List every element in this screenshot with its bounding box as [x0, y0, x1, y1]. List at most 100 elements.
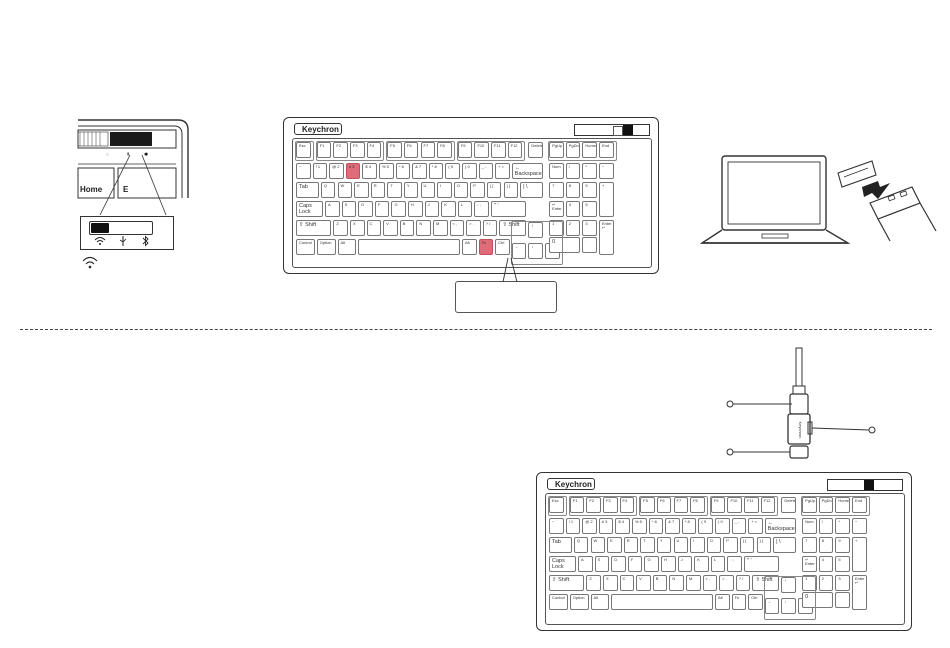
- key-d: D: [611, 556, 626, 572]
- key-g: G: [391, 201, 407, 217]
- insert-arrow-icon: [862, 181, 890, 199]
- usb-cable-icon: Keychron: [787, 347, 813, 459]
- key-1: 1: [549, 220, 564, 236]
- key-control: Control: [549, 594, 568, 610]
- keychron-logo: Keychron: [294, 123, 342, 135]
- key-fn: Fn: [478, 239, 494, 255]
- key-7: 7: [802, 537, 817, 553]
- key-o: O: [453, 182, 469, 198]
- key-9: 9: [582, 182, 597, 198]
- switch-mode-icons: [94, 235, 149, 247]
- key-a: A: [578, 556, 593, 572]
- key-f4: F4: [619, 497, 635, 513]
- key-symbol: ↑: [781, 577, 796, 593]
- key-f: F: [627, 556, 643, 572]
- top-switch-panel: [574, 124, 650, 136]
- usb-receiver-icon: [837, 160, 877, 188]
- key-f2: F2: [586, 497, 601, 513]
- svg-text:↟: ↟: [126, 152, 130, 158]
- key-enter: Enter ↵: [851, 575, 867, 610]
- key-end: End: [851, 497, 867, 513]
- key-d: D: [358, 201, 373, 217]
- key-caps-lock: Caps Lock: [549, 556, 577, 572]
- fn-key-group: [568, 496, 638, 516]
- fn-callout-pointer: [502, 257, 518, 283]
- key-symbol: " ': [491, 201, 527, 217]
- key-symbol: ↓: [781, 598, 796, 614]
- wifi-icon: [82, 256, 98, 269]
- section-divider: [20, 329, 932, 330]
- key-delete: Delete: [528, 142, 543, 158]
- key-symbol: _ -: [478, 163, 494, 179]
- key-symbol: { [: [739, 537, 755, 553]
- key-f6: F6: [403, 142, 419, 158]
- key-k: K: [441, 201, 456, 217]
- key-f1: F1: [316, 142, 332, 158]
- keychron-logo: Keychron: [547, 478, 595, 490]
- fn-key-group: [801, 496, 870, 516]
- laptop-usb-illustration: [699, 155, 937, 244]
- key-u: U: [673, 537, 689, 553]
- key-e: E: [354, 182, 369, 198]
- fn-key-group: [709, 496, 779, 516]
- key-f7: F7: [420, 142, 436, 158]
- key-symbol: .: [582, 237, 597, 253]
- key-5: % 5: [379, 163, 394, 179]
- key-symbol: ? /: [482, 220, 498, 236]
- key-5: 5: [835, 556, 850, 572]
- key-v: V: [383, 220, 398, 236]
- key-symbol: +: [598, 182, 614, 217]
- key-enter: Enter ↵: [598, 220, 614, 255]
- fn-callout-box: [455, 281, 557, 313]
- key-e: E: [607, 537, 622, 553]
- key-k: K: [694, 556, 709, 572]
- key-x: X: [602, 575, 618, 591]
- arrow-key-cluster: [510, 221, 563, 265]
- key-symbol: ? /: [735, 575, 751, 591]
- partial-key-label: E: [123, 185, 129, 194]
- key-2: 2: [818, 575, 834, 591]
- key-f9: F9: [710, 497, 726, 513]
- key-symbol: : ;: [474, 201, 490, 217]
- key-f12: F12: [760, 497, 776, 513]
- key-tab: Tab: [296, 182, 319, 198]
- key-symbol: < ,: [449, 220, 465, 236]
- key-6: ^ 6: [648, 518, 664, 534]
- key-f10: F10: [474, 142, 490, 158]
- key-space: [358, 239, 460, 255]
- brand-text: Keychron: [555, 479, 592, 489]
- key-f10: F10: [727, 497, 743, 513]
- key-f5: F5: [387, 142, 402, 158]
- key-7: 7: [549, 182, 564, 198]
- key-symbol: " ': [744, 556, 780, 572]
- key-enter: ↵ Enter: [802, 556, 817, 572]
- key-symbol: > .: [466, 220, 481, 236]
- switch-track: [89, 221, 153, 235]
- key-symbol: +: [851, 537, 867, 572]
- home-key-label: Home: [80, 185, 103, 194]
- key-9: 9: [835, 537, 850, 553]
- key-r: R: [370, 182, 386, 198]
- key-shift: ⇧ Shift: [296, 220, 332, 236]
- key-symbol: /: [818, 518, 834, 534]
- key-caps-lock: Caps Lock: [296, 201, 324, 217]
- key-control: Control: [296, 239, 315, 255]
- key-s: S: [594, 556, 610, 572]
- zoom-leader-lines: [99, 154, 167, 216]
- key-8: 8: [818, 537, 834, 553]
- key-symbol: | \: [773, 537, 796, 553]
- key-2: @ 2: [582, 518, 597, 534]
- key-p: P: [470, 182, 485, 198]
- key-symbol: ←: [764, 598, 780, 614]
- key-3: # 3: [598, 518, 614, 534]
- fn-key-group: [295, 141, 314, 161]
- key-symbol: < ,: [702, 575, 718, 591]
- fn-key-group: [639, 496, 708, 516]
- key-c: C: [366, 220, 382, 236]
- arrow-key-cluster: [763, 576, 816, 620]
- bottom-switch-panel: [827, 479, 903, 491]
- key-f1: F1: [569, 497, 585, 513]
- key-pgdn: PgDn: [565, 142, 581, 158]
- svg-text:◌: ◌: [106, 152, 109, 158]
